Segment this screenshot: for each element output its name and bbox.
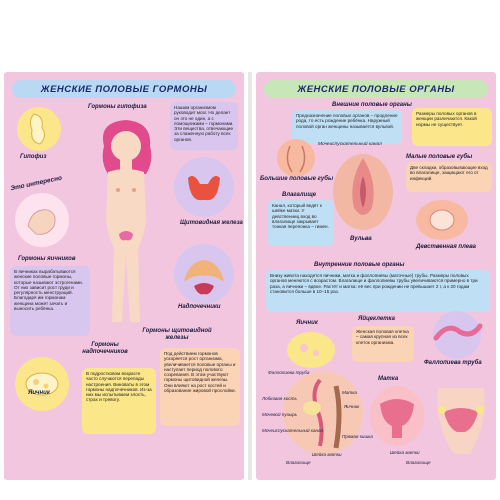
ovary-illustration bbox=[15, 357, 69, 411]
left-title: ЖЕНСКИЕ ПОЛОВЫЕ ГОРМОНЫ bbox=[12, 80, 236, 98]
vulva-illustration bbox=[333, 154, 393, 230]
pituitary-illustration bbox=[17, 107, 61, 151]
right-title: ЖЕНСКИЕ ПОЛОВЫЕ ОРГАНЫ bbox=[264, 80, 488, 98]
reproductive-system-illustration bbox=[437, 388, 485, 454]
pituitary-text: Нашим организмом руководит мозг. Но дела… bbox=[170, 102, 238, 150]
fallopian-tube-label: Фаллопиева труба bbox=[424, 360, 482, 366]
adrenals-label: Надпочечники bbox=[178, 304, 221, 310]
thyroid-label: Щитовидная железа bbox=[180, 220, 243, 226]
adrenals-illustration bbox=[174, 244, 234, 304]
ovary-hormones-heading: Гормоны яичников bbox=[18, 256, 76, 262]
uterus-heading: Матка bbox=[378, 376, 399, 382]
ovary-label: Яичник bbox=[28, 390, 50, 396]
fallopian-tube-illustration bbox=[433, 311, 483, 359]
vagina-text: Канал, который ведёт к шейке матки. У де… bbox=[268, 200, 334, 246]
vagina-small-label: Влагалище bbox=[286, 460, 311, 465]
ovary-heading: Яичник bbox=[296, 320, 318, 326]
labia-minora-heading: Малые половые губы bbox=[406, 154, 473, 160]
adrenal-hormones-heading: Гормоны надпочечников bbox=[82, 342, 128, 355]
right-page: ЖЕНСКИЕ ПОЛОВЫЕ ОРГАНЫ Внешние половые о… bbox=[256, 72, 496, 480]
labia-minora-text: Две складки, образовывающие вход во влаг… bbox=[406, 162, 492, 192]
baby-illustration bbox=[15, 193, 69, 247]
pubic-bone-label: Лобковая кость bbox=[262, 396, 297, 401]
hymen-label: Девственная плева bbox=[416, 244, 476, 250]
urethra-label: Мочеиспускательный канал bbox=[262, 428, 324, 433]
labia-majora-illustration bbox=[277, 139, 315, 177]
vulva-label: Вульва bbox=[350, 236, 372, 242]
page-gutter bbox=[248, 72, 252, 480]
left-page: ЖЕНСКИЕ ПОЛОВЫЕ ГОРМОНЫ Гормоны гипофиза… bbox=[4, 72, 244, 480]
interesting-label: Это интересно bbox=[9, 174, 63, 193]
cervix-small-label: Шейка матки bbox=[312, 452, 342, 457]
pituitary-label: Гипофиз bbox=[20, 154, 47, 160]
internal-organs-heading: Внутренние половые органы bbox=[314, 262, 405, 268]
thyroid-hormones-heading: Гормоны щитовидной железы bbox=[142, 328, 212, 341]
ovary-hormones-text: В яичниках вырабатываются женские половы… bbox=[10, 266, 90, 336]
vagina-label: Влагалище bbox=[406, 460, 431, 465]
hymen-illustration bbox=[416, 200, 468, 240]
external-organs-heading: Внешние половые органы bbox=[332, 102, 412, 108]
labia-majora-label: Большие половые губы bbox=[260, 176, 334, 182]
egg-text: Женская половая клетка – самая крупная и… bbox=[352, 326, 414, 362]
sizes-text: Размеры половых органов в женщин различа… bbox=[412, 108, 492, 146]
ovary-right-illustration bbox=[287, 332, 335, 368]
vagina-heading: Влагалище bbox=[282, 192, 317, 198]
ovary-small-label: Яичник bbox=[344, 404, 360, 409]
pelvis-cross-section bbox=[283, 371, 363, 455]
woman-figure bbox=[102, 120, 152, 322]
egg-heading: Яйцеклетка bbox=[358, 316, 395, 322]
uterus-small-label: Матка bbox=[342, 390, 357, 395]
uterus-illustration bbox=[370, 386, 424, 446]
rectum-label: Прямая кишка bbox=[342, 434, 373, 439]
urethra-small-label: Мочеиспускательный канал bbox=[318, 142, 382, 147]
tube-small-label: Фаллопиева труба bbox=[268, 370, 310, 375]
adrenal-hormones-text: В подростковом возрасте часто случаются … bbox=[82, 368, 156, 434]
thyroid-hormones-text: Под действием гормонов ускоряется рост о… bbox=[160, 348, 240, 426]
external-organs-text: Предназначение половых органов – продлен… bbox=[292, 110, 402, 144]
cervix-label: Шейка матки bbox=[390, 450, 420, 455]
thyroid-illustration bbox=[174, 157, 234, 217]
bladder-label: Мочевой пузырь bbox=[262, 412, 298, 417]
internal-organs-text: Внизу живота находятся яичники, матка и … bbox=[266, 270, 490, 312]
pituitary-hormones-heading: Гормоны гипофиза bbox=[88, 104, 147, 110]
